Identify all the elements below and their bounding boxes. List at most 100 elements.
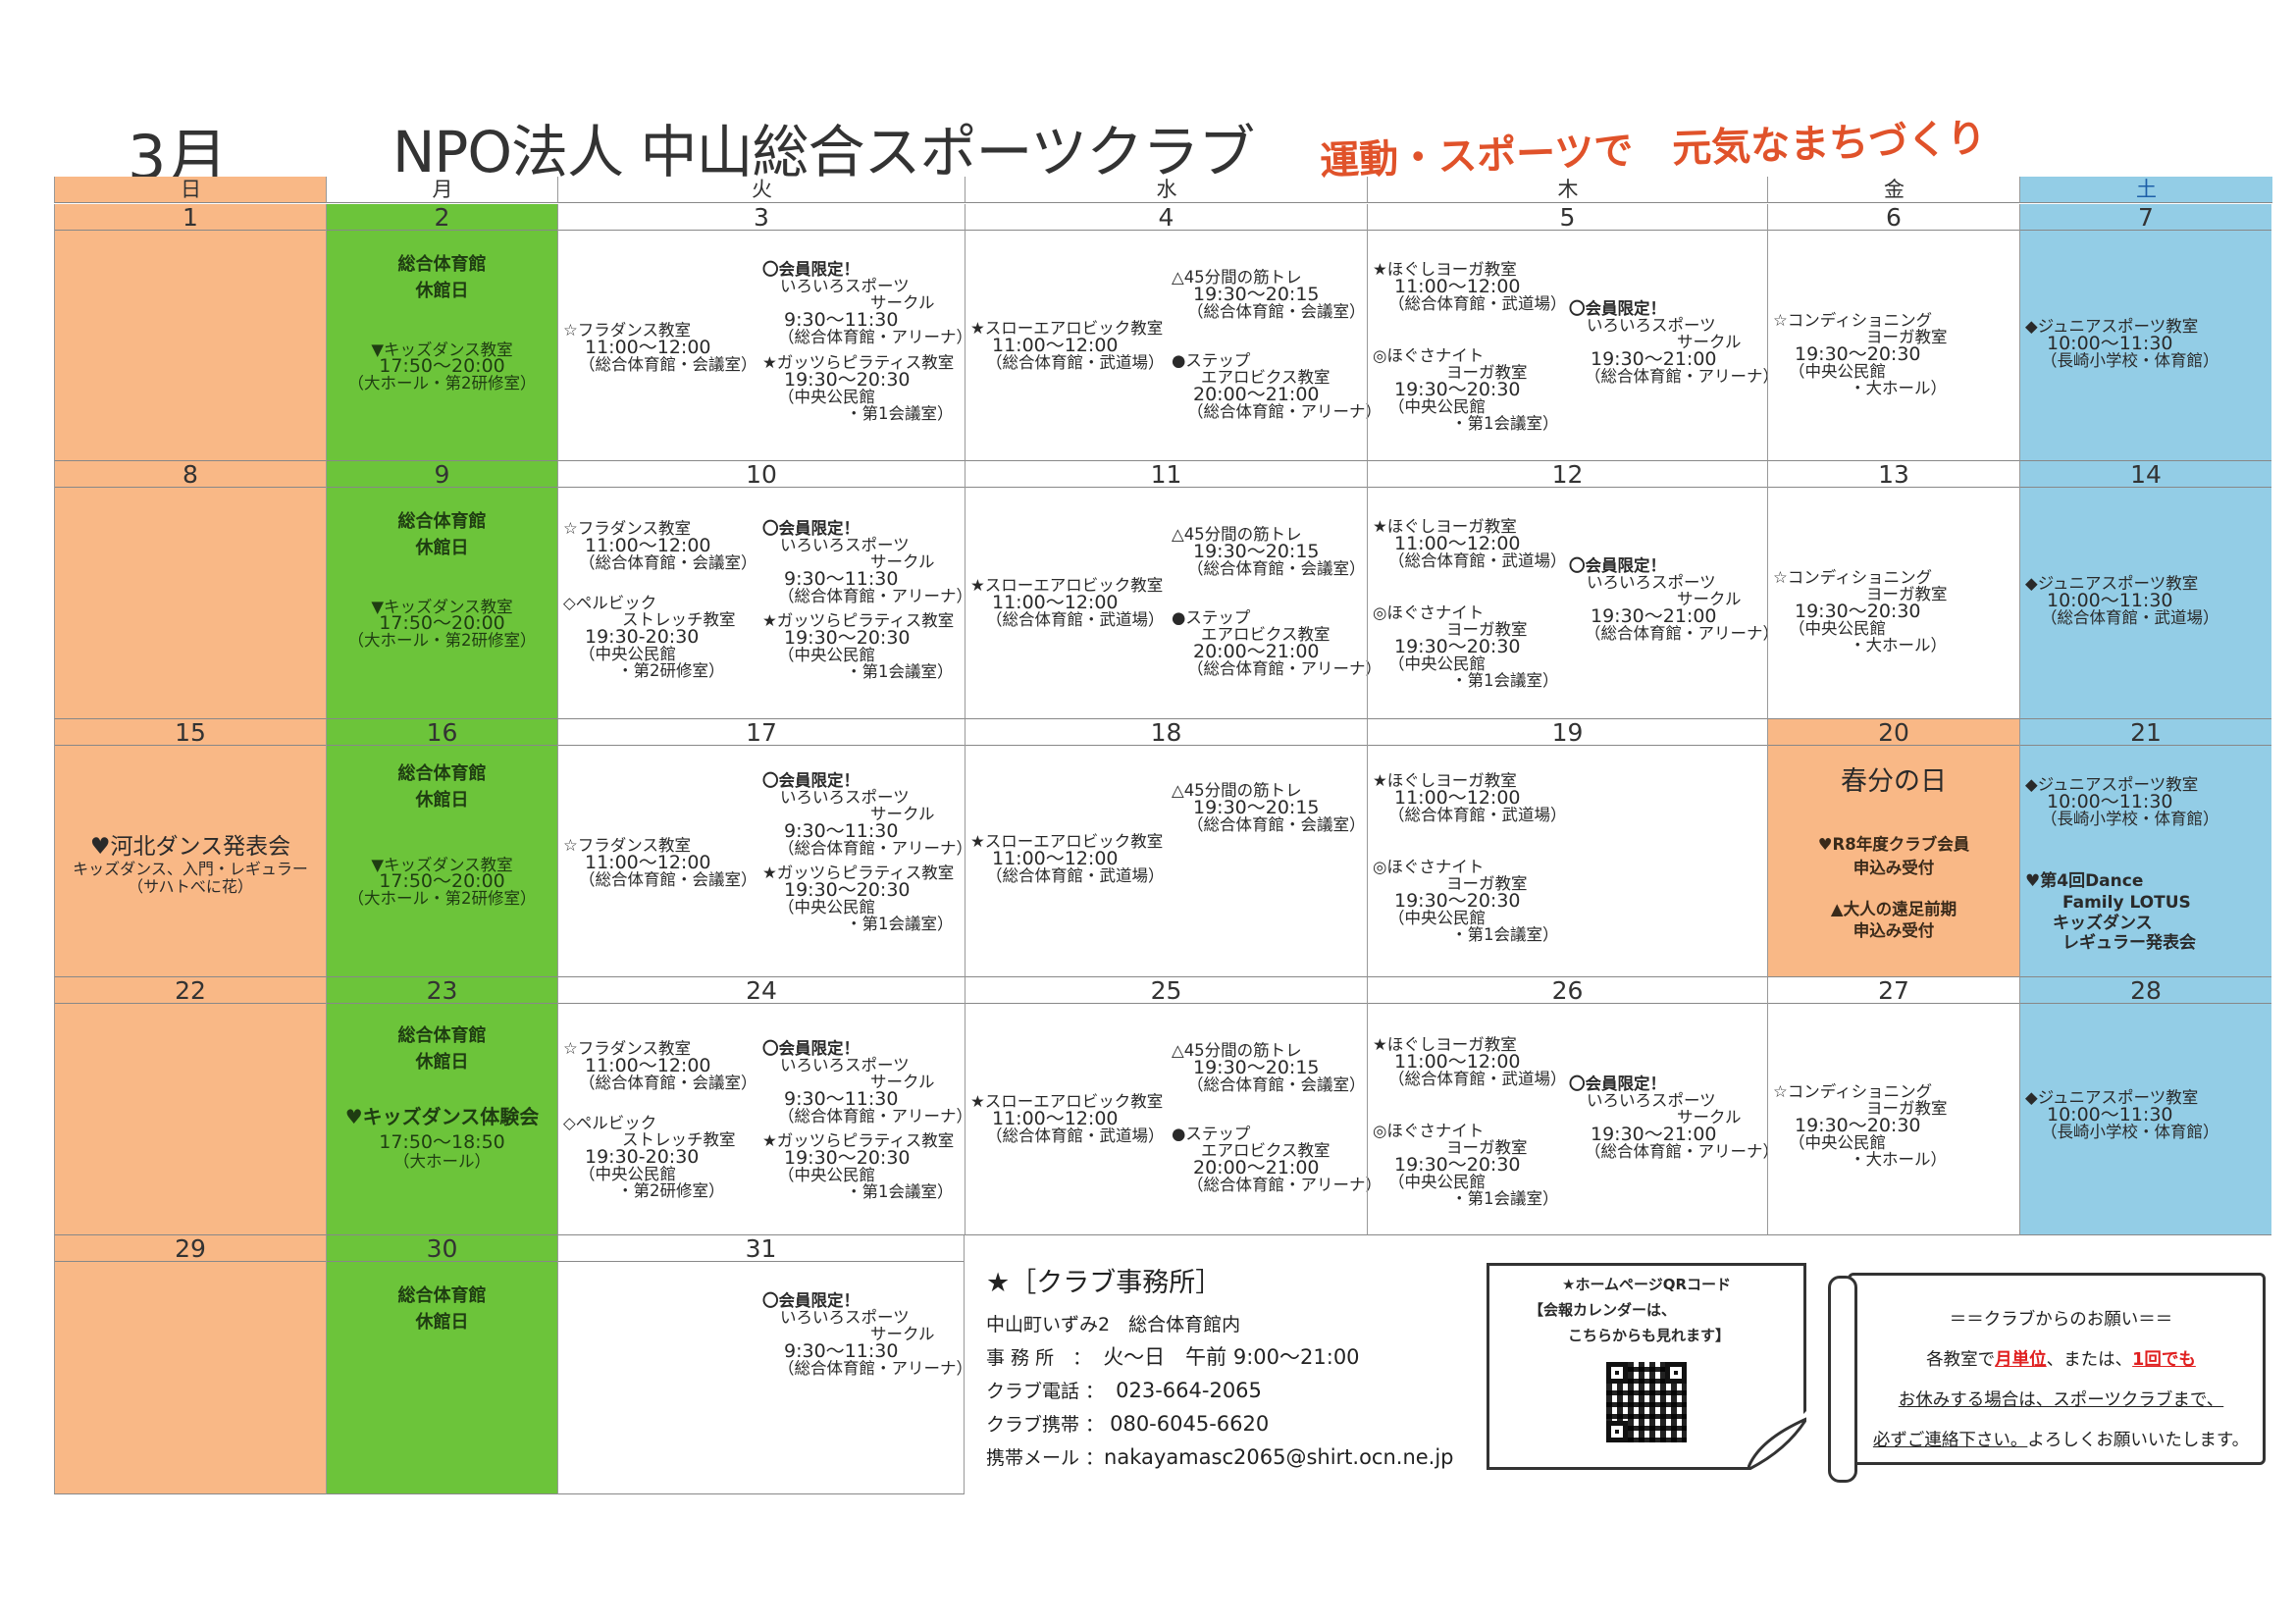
day-cell-15[interactable]: 15 ♥河北ダンス発表会 キッズダンス、入門・レギュラー （サハトべに花） <box>54 719 326 977</box>
page-title: NPO法人 中山総合スポーツクラブ <box>392 119 1255 185</box>
day-cell-20[interactable]: 20 春分の日 ♥R8年度クラブ会員申込み受付 ▲大人の遠足前期申込み受付 <box>1767 719 2019 977</box>
holiday-label: 春分の日 <box>1841 766 1947 797</box>
day-number: 26 <box>1368 977 1767 1005</box>
office-phone[interactable]: 023-664-2065 <box>1116 1379 1262 1402</box>
day-cell-22[interactable]: 22 <box>54 977 326 1235</box>
day-cell-23[interactable]: 23 総合体育館休館日 ♥キッズダンス体験会 17:50～18:50 （大ホール… <box>326 977 557 1235</box>
day-number: 14 <box>2020 461 2271 489</box>
office-mobile[interactable]: 080-6045-6620 <box>1110 1412 1270 1436</box>
day-number: 25 <box>965 977 1367 1005</box>
day-number: 30 <box>327 1235 557 1263</box>
day-number: 1 <box>55 204 326 232</box>
day-number: 16 <box>327 719 557 747</box>
office-heading: ★［クラブ事務所］ <box>986 1268 1223 1298</box>
day-number: 18 <box>965 719 1367 747</box>
event-kahoku-dance-recital: ♥河北ダンス発表会 キッズダンス、入門・レギュラー （サハトべに花） <box>73 834 308 896</box>
day-number: 29 <box>55 1235 326 1263</box>
homepage-qr-card: ★ホームページQRコード 【会報カレンダーは、 こちらからも見れます】 <box>1487 1263 1806 1470</box>
day-number: 5 <box>1368 204 1767 232</box>
day-number: 3 <box>558 204 965 232</box>
day-number: 9 <box>327 461 557 489</box>
day-cell-8[interactable]: 8 <box>54 461 326 719</box>
day-number: 20 <box>1768 719 2019 747</box>
day-cell-30[interactable]: 30 総合体育館休館日 <box>326 1235 557 1494</box>
notice-line4: 必ずご連絡下さい。よろしくお願いいたします。 <box>1872 1431 2250 1450</box>
day-number: 4 <box>965 204 1367 232</box>
day-cell-1[interactable]: 1 <box>54 204 326 461</box>
day-number: 22 <box>55 977 326 1005</box>
day-number: 12 <box>1368 461 1767 489</box>
weekday-sat: 土 <box>2019 177 2272 203</box>
page-header: 3月 NPO法人 中山総合スポーツクラブ 運動・スポーツで 元気なまちづくり <box>0 98 2296 193</box>
notice-title: ＝＝クラブからのお願い＝＝ <box>1949 1310 2173 1330</box>
office-phone-row: クラブ電話 ： 023-664-2065 <box>986 1379 1262 1402</box>
weekday-thu: 木 <box>1367 177 1768 203</box>
office-mail-row: 携帯メール ：nakayamasc2065@shirt.ocn.ne.jp <box>986 1445 1454 1469</box>
weekday-mon: 月 <box>326 177 558 203</box>
event-membership-signup: ♥R8年度クラブ会員申込み受付 <box>1817 835 1970 877</box>
club-notice-scroll: ＝＝クラブからのお願い＝＝ 各教室で月単位、または、1回でも お休みする場合は、… <box>1823 1261 2270 1483</box>
office-email[interactable]: nakayamasc2065@shirt.ocn.ne.jp <box>1104 1445 1454 1469</box>
weekday-tue: 火 <box>557 177 965 203</box>
closed-line2: 休館日 <box>415 281 469 301</box>
page-curl-icon <box>1748 1411 1806 1470</box>
day-number: 2 <box>327 204 557 232</box>
qr-code-icon[interactable] <box>1606 1362 1687 1442</box>
office-mobile-row: クラブ携帯 ： 080-6045-6620 <box>986 1412 1270 1436</box>
weekday-wed: 水 <box>965 177 1368 203</box>
day-cell-29[interactable]: 29 <box>54 1235 326 1494</box>
